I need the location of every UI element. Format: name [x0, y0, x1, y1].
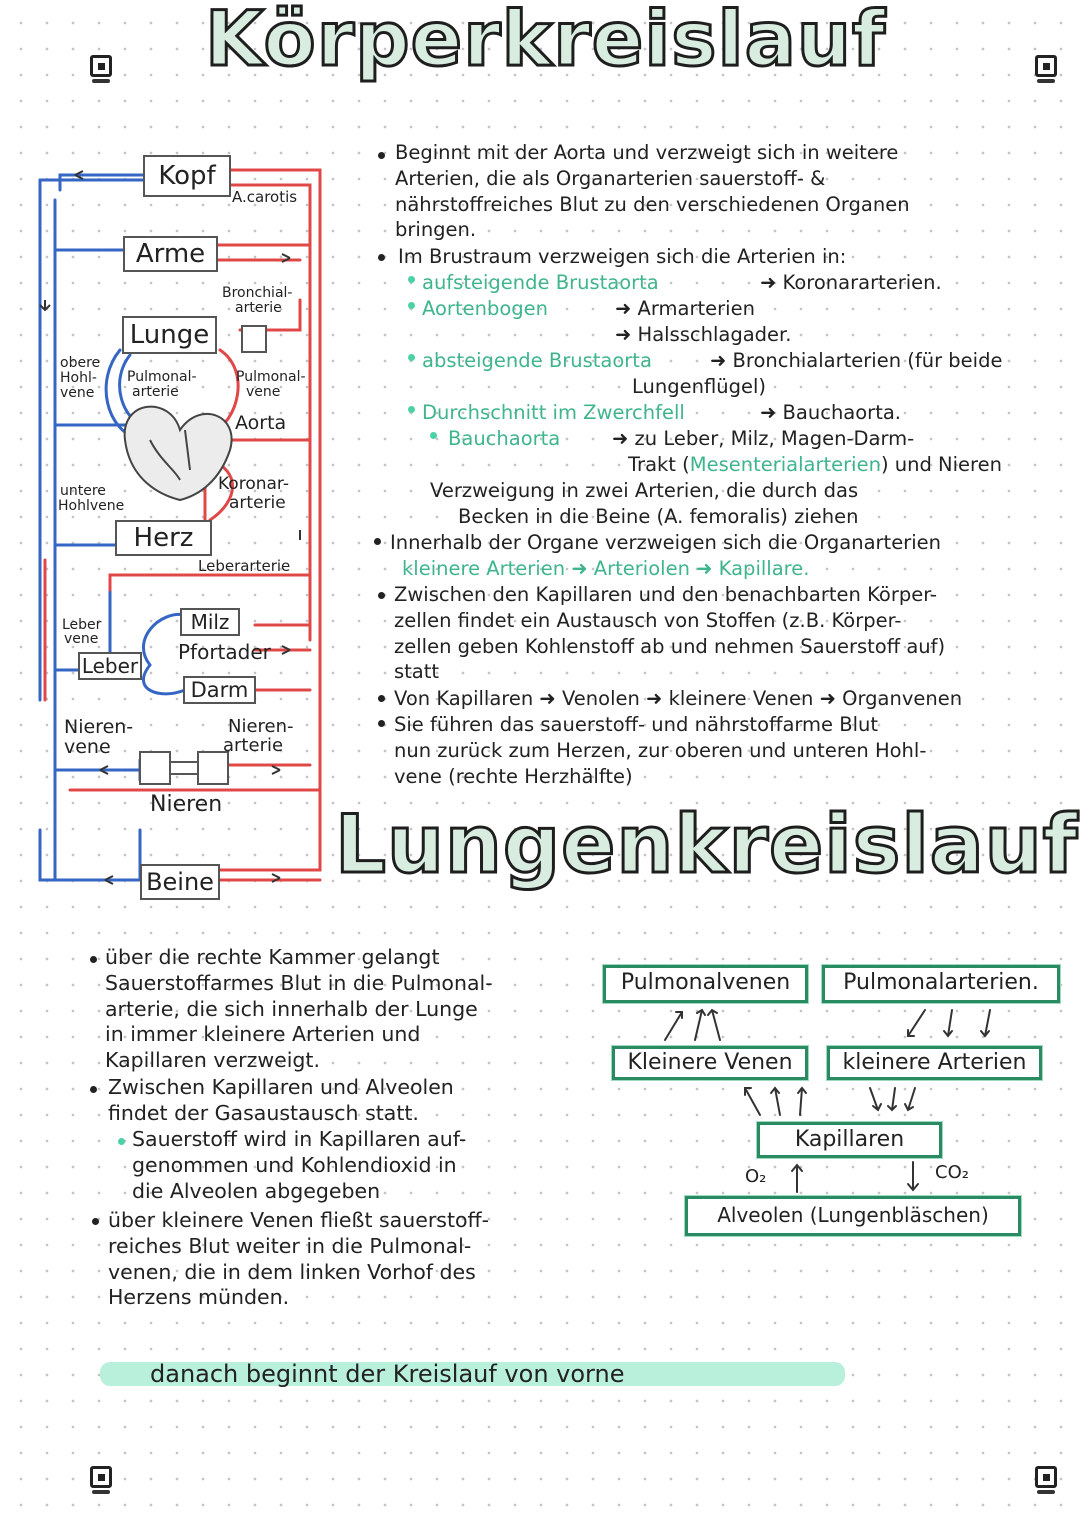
item-bronchialarterien: ➜ Bronchialarterien (für beide	[710, 349, 1003, 372]
organ-box-kopf: Kopf	[143, 155, 231, 197]
organ-box-herz: Herz	[115, 520, 212, 556]
bullet-icon	[378, 254, 385, 261]
item-koronararterien: ➜ Koronararterien.	[760, 271, 942, 294]
bullet-icon	[374, 538, 381, 545]
koerper-sie-fuehren: Sie führen das sauerstoff- und nährstoff…	[394, 713, 927, 788]
binder-corner-icon	[1035, 55, 1061, 85]
lungen-paragraph-1: über die rechte Kammer gelangt Sauerstof…	[105, 945, 493, 1073]
organ-box-darm: Darm	[183, 676, 256, 704]
title-koerperkreislauf: Körperkreislauf	[203, 0, 887, 85]
flow-box-kleinere-arterien: kleinere Arterien	[827, 1046, 1042, 1080]
bullet-icon	[378, 152, 385, 159]
flow-box-alveolen: Alveolen (Lungenbläschen)	[685, 1196, 1021, 1236]
item-aortenbogen: Aortenbogen	[422, 297, 548, 320]
item-bauchaorta: Bauchaorta	[448, 427, 561, 450]
label-bronchialarterie-2: arterie	[235, 300, 282, 316]
flow-box-kleinere-venen: Kleinere Venen	[612, 1046, 808, 1080]
label-lebervene-2: vene	[64, 631, 99, 647]
bullet-icon	[408, 354, 415, 361]
label-pulmonalvene-1: Pulmonal-	[236, 369, 306, 385]
bullet-icon	[408, 302, 415, 309]
label-leberarterie: Leberarterie	[198, 557, 291, 575]
koerper-paragraph-1: Beginnt mit der Aorta und verzweigt sich…	[395, 141, 910, 242]
label-o2: O₂	[745, 1166, 767, 1187]
koerper-von-kapillaren: Von Kapillaren ➜ Venolen ➜ kleinere Vene…	[394, 687, 963, 710]
item-armarterien: ➜ Armarterien	[615, 297, 755, 320]
binder-corner-icon	[1035, 1466, 1061, 1496]
circulation-diagram	[38, 168, 322, 885]
item-durchschnitt-zwerchfell: Durchschnitt im Zwerchfell	[422, 401, 685, 424]
bullet-icon	[408, 406, 415, 413]
label-lebervene-1: Leber	[62, 617, 102, 633]
item-verzweigung-1: Verzweigung in zwei Arterien, die durch …	[430, 479, 859, 502]
lungen-paragraph-3: Sauerstoff wird in Kapillaren auf- genom…	[132, 1127, 467, 1203]
label-pfortader: Pfortader	[178, 640, 271, 664]
koerper-brustraum-intro: Im Brustraum verzweigen sich die Arterie…	[398, 245, 847, 268]
bullet-icon	[378, 720, 385, 727]
bullet-icon	[408, 276, 415, 283]
bullet-icon	[90, 956, 97, 963]
label-koronararterie-1: Koronar-	[218, 474, 289, 494]
item-lungenfluegel: Lungenflügel)	[632, 375, 767, 398]
label-pulmonalarterie-2: arterie	[132, 384, 179, 400]
binder-corner-icon	[90, 1466, 116, 1496]
label-untere-hohlvene-1: untere	[60, 483, 106, 499]
organ-box-milz: Milz	[180, 608, 240, 636]
label-nierenvene-2: vene	[64, 736, 111, 758]
label-nieren: Nieren	[150, 792, 223, 817]
organ-box-lunge: Lunge	[122, 316, 217, 354]
final-note: danach beginnt der Kreislauf von vorne	[150, 1360, 625, 1388]
item-halsschlagader: ➜ Halsschlagader.	[615, 323, 792, 346]
label-nierenarterie-2: arterie	[223, 735, 284, 756]
lungen-paragraph-2: Zwischen Kapillaren und Alveolen findet …	[108, 1075, 454, 1125]
organ-box-arme: Arme	[123, 236, 218, 272]
label-obere-hohlvene-2: Hohl-	[60, 370, 97, 386]
binder-corner-icon	[90, 55, 116, 85]
label-obere-hohlvene-1: obere	[60, 355, 101, 371]
label-pulmonalarterie-1: Pulmonal-	[127, 369, 197, 385]
label-bronchialarterie-1: Bronchial-	[222, 285, 293, 301]
flow-box-kapillaren: Kapillaren	[757, 1122, 942, 1158]
bullet-icon	[378, 592, 385, 599]
label-nierenarterie-1: Nieren-	[228, 716, 294, 737]
item-verzweigung-2: Becken in die Beine (A. femoralis) ziehe…	[458, 505, 859, 528]
bullet-icon	[90, 1086, 97, 1093]
koerper-zwischen: Zwischen den Kapillaren und den benachba…	[394, 583, 946, 684]
highlight-band	[100, 1362, 845, 1386]
bullet-icon	[430, 432, 437, 439]
koerper-innerhalb: Innerhalb der Organe verzweigen sich die…	[390, 531, 941, 580]
bullet-icon	[378, 695, 385, 702]
bullet-icon	[118, 1138, 125, 1145]
organ-box-beine: Beine	[140, 864, 220, 900]
label-co2: CO₂	[935, 1162, 969, 1183]
flow-box-pulmonalvenen: Pulmonalvenen	[603, 965, 808, 1003]
bullet-icon	[92, 1218, 99, 1225]
organ-box-leber: Leber	[78, 652, 142, 680]
item-aufsteigende-brustaorta: aufsteigende Brustaorta	[422, 271, 659, 294]
label-koronararterie-2: arterie	[229, 493, 286, 513]
label-a-carotis: A.carotis	[232, 188, 298, 206]
item-absteigende-brustaorta: absteigende Brustaorta	[422, 349, 652, 372]
label-aorta: Aorta	[235, 412, 287, 434]
lungen-paragraph-4: über kleinere Venen fließt sauerstoff- r…	[108, 1208, 490, 1310]
item-zu-leber: ➜ zu Leber, Milz, Magen-Darm-	[612, 427, 915, 450]
label-untere-hohlvene-2: Hohlvene	[58, 498, 125, 514]
item-bauchaorta-target: ➜ Bauchaorta.	[760, 401, 901, 424]
label-nierenvene-1: Nieren-	[64, 716, 134, 738]
label-obere-hohlvene-3: vene	[60, 385, 95, 401]
item-trakt: Trakt (Mesenterialarterien) und Nieren	[628, 453, 1002, 476]
title-lungenkreislauf: Lungenkreislauf	[333, 797, 1079, 893]
flow-box-pulmonalarterien: Pulmonalarterien.	[822, 965, 1060, 1003]
label-pulmonalvene-2: vene	[246, 384, 281, 400]
